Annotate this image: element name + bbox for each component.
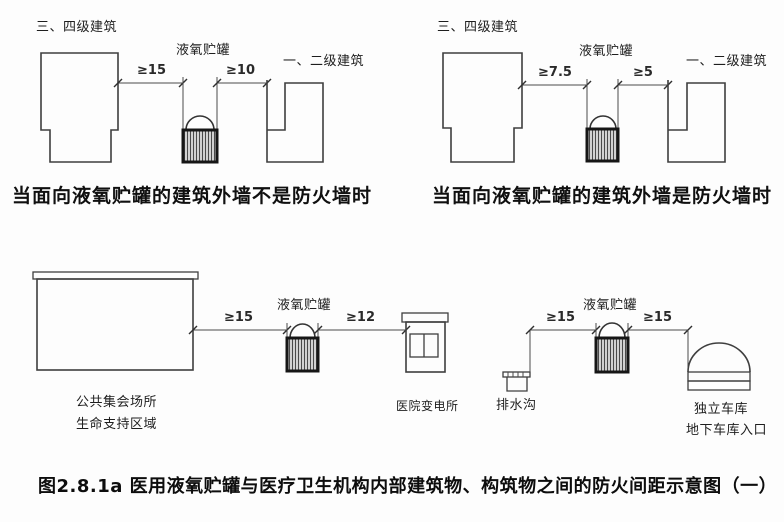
assembly-building-outline (36, 278, 194, 371)
oxygen-tank-icon (181, 115, 219, 164)
distance-label: ≥7.5 (538, 65, 572, 80)
distance-label: ≥15 (224, 310, 253, 325)
distance-label: ≥5 (633, 65, 653, 80)
garage-label-line1: 独立车库 (694, 402, 749, 417)
oxygen-tank-icon (285, 323, 320, 373)
grade34-building-outline (40, 52, 119, 163)
distance-label: ≥15 (137, 63, 166, 78)
garage-entrance-icon (687, 330, 751, 391)
tank-label: 液氧贮罐 (579, 44, 634, 59)
grade34-building-label: 三、四级建筑 (36, 20, 118, 35)
grade12-building-outline (667, 80, 726, 163)
assembly-building-roof (32, 271, 199, 280)
figure-caption: 图2.8.1a 医用液氧贮罐与医疗卫生机构内部建筑物、构筑物之间的防火间距示意图… (38, 476, 778, 497)
grade12-building-label: 一、二级建筑 (283, 54, 365, 69)
distance-label: ≥15 (643, 310, 672, 325)
tank-label: 液氧贮罐 (583, 298, 638, 313)
diagram-firewall (442, 52, 726, 163)
grade34-building-label: 三、四级建筑 (437, 20, 519, 35)
diagram-garage (502, 322, 751, 392)
assembly-area-label-line1: 公共集会场所 (76, 395, 158, 410)
subcaption-firewall: 当面向液氧贮罐的建筑外墙是防火墙时 (432, 185, 773, 207)
grade34-building-outline (442, 52, 523, 163)
distance-label: ≥15 (546, 310, 575, 325)
substation-building (401, 312, 449, 373)
subcaption-not-firewall: 当面向液氧贮罐的建筑外墙不是防火墙时 (12, 185, 373, 207)
tank-label: 液氧贮罐 (176, 43, 231, 58)
grade12-building-outline (266, 80, 324, 163)
substation-label: 医院变电所 (396, 399, 459, 413)
grade12-building-label: 一、二级建筑 (686, 54, 768, 69)
assembly-area-label-line2: 生命支持区域 (76, 417, 158, 432)
diagram-assembly-area (32, 271, 449, 373)
distance-label: ≥12 (346, 310, 375, 325)
oxygen-tank-icon (585, 115, 620, 163)
ditch-label: 排水沟 (496, 398, 537, 413)
distance-label: ≥10 (226, 63, 255, 78)
drainage-ditch-icon (502, 371, 531, 392)
garage-label-line2: 地下车库入口 (686, 423, 768, 438)
tank-label: 液氧贮罐 (277, 298, 332, 313)
diagram-not-firewall (40, 52, 324, 164)
oxygen-tank-icon (594, 322, 630, 374)
